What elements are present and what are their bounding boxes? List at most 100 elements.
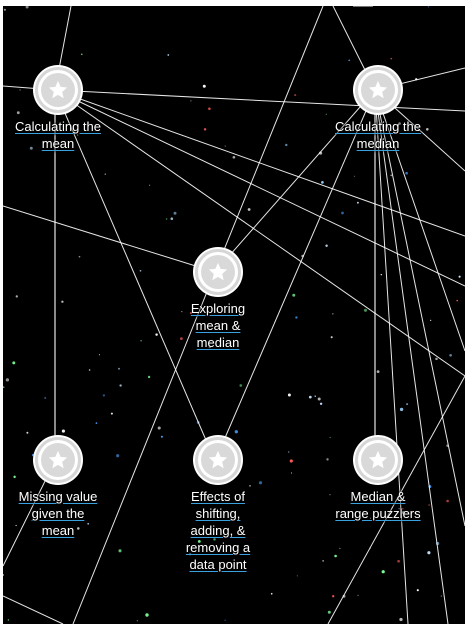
star-icon [208, 262, 228, 281]
background-star [370, 517, 372, 519]
background-star [308, 395, 312, 399]
background-star [140, 340, 142, 342]
background-star [356, 201, 359, 204]
background-star [118, 367, 120, 370]
background-star [213, 538, 216, 541]
background-star [149, 184, 151, 186]
background-star [296, 575, 298, 577]
background-star [381, 570, 385, 574]
background-star [19, 89, 21, 91]
node-badge[interactable] [35, 437, 81, 483]
background-star [167, 54, 170, 56]
connection-line [54, 89, 465, 237]
background-star [354, 175, 356, 177]
background-star [13, 475, 16, 479]
background-star [314, 395, 316, 397]
background-star [289, 459, 293, 463]
background-star [440, 595, 442, 597]
star-icon [208, 450, 228, 469]
background-star [190, 100, 192, 102]
node-exploring-mean-median[interactable]: Exploring mean & median [158, 249, 278, 351]
background-star [247, 208, 251, 211]
background-star [155, 333, 158, 336]
node-label[interactable]: Exploring mean & median [190, 301, 246, 350]
background-star [88, 369, 91, 371]
background-star [406, 403, 409, 406]
background-star [80, 53, 83, 56]
background-star [78, 255, 81, 258]
background-star [3, 8, 6, 11]
node-label[interactable]: Calculating the median [335, 119, 421, 151]
background-star [104, 173, 106, 175]
node-label[interactable]: Median & range puzzlers [335, 489, 421, 521]
background-star [456, 299, 459, 302]
connection-line [374, 89, 449, 624]
background-star [390, 57, 393, 60]
background-star [224, 145, 226, 147]
node-badge[interactable] [355, 67, 401, 113]
background-star [325, 113, 327, 115]
background-star [145, 613, 149, 617]
node-badge[interactable] [35, 67, 81, 113]
star-icon [48, 80, 68, 99]
background-star [405, 171, 408, 175]
background-star [329, 436, 331, 438]
node-effects-of-shifting[interactable]: Effects of shifting, adding, & removing … [158, 437, 278, 573]
node-badge[interactable] [195, 249, 241, 295]
background-star [119, 384, 122, 387]
background-star [170, 217, 174, 220]
background-star [287, 393, 291, 397]
star-icon [368, 80, 388, 99]
background-star [3, 574, 4, 576]
background-star [234, 430, 238, 434]
background-star [249, 485, 251, 487]
background-star [428, 504, 430, 506]
node-label[interactable]: Effects of shifting, adding, & removing … [185, 489, 251, 572]
background-star [136, 620, 138, 622]
background-star [416, 589, 419, 592]
connection-line [214, 6, 324, 273]
node-missing-value[interactable]: Missing value given the mean [3, 437, 118, 539]
background-star [173, 211, 177, 215]
background-star [341, 211, 344, 215]
background-star [61, 300, 64, 303]
connection-line [54, 89, 465, 112]
background-star [7, 619, 10, 621]
background-star [208, 345, 212, 349]
background-star [339, 547, 341, 550]
background-star [232, 155, 236, 159]
node-calculating-the-mean[interactable]: Calculating the mean [3, 67, 118, 152]
node-badge[interactable] [195, 437, 241, 483]
background-star [224, 619, 226, 621]
node-calculating-the-median[interactable]: Calculating the median [318, 67, 438, 152]
background-star [139, 269, 142, 272]
background-star [258, 481, 263, 485]
background-star [157, 426, 161, 430]
node-median-range-puzzlers[interactable]: Median & range puzzlers [318, 437, 438, 522]
background-star [44, 397, 47, 399]
connection-line [327, 375, 465, 624]
node-badge[interactable] [355, 437, 401, 483]
connection-line [72, 271, 216, 624]
background-star [285, 143, 288, 147]
background-star [61, 429, 65, 433]
node-label[interactable]: Missing value given the mean [18, 489, 98, 538]
background-star [116, 454, 120, 458]
background-star [449, 353, 452, 357]
background-star [446, 499, 449, 503]
background-star [270, 592, 273, 595]
background-star [348, 59, 351, 62]
background-star [12, 361, 16, 365]
node-label[interactable]: Calculating the mean [15, 119, 101, 151]
background-star [197, 539, 201, 543]
background-star [435, 357, 438, 361]
background-star [390, 174, 393, 177]
background-star [16, 111, 20, 115]
connection-line [54, 89, 465, 287]
background-star [363, 308, 368, 312]
connection-line [374, 89, 465, 352]
background-star [398, 122, 401, 125]
background-star [429, 319, 432, 322]
connection-line [374, 89, 465, 527]
background-star [332, 595, 335, 598]
